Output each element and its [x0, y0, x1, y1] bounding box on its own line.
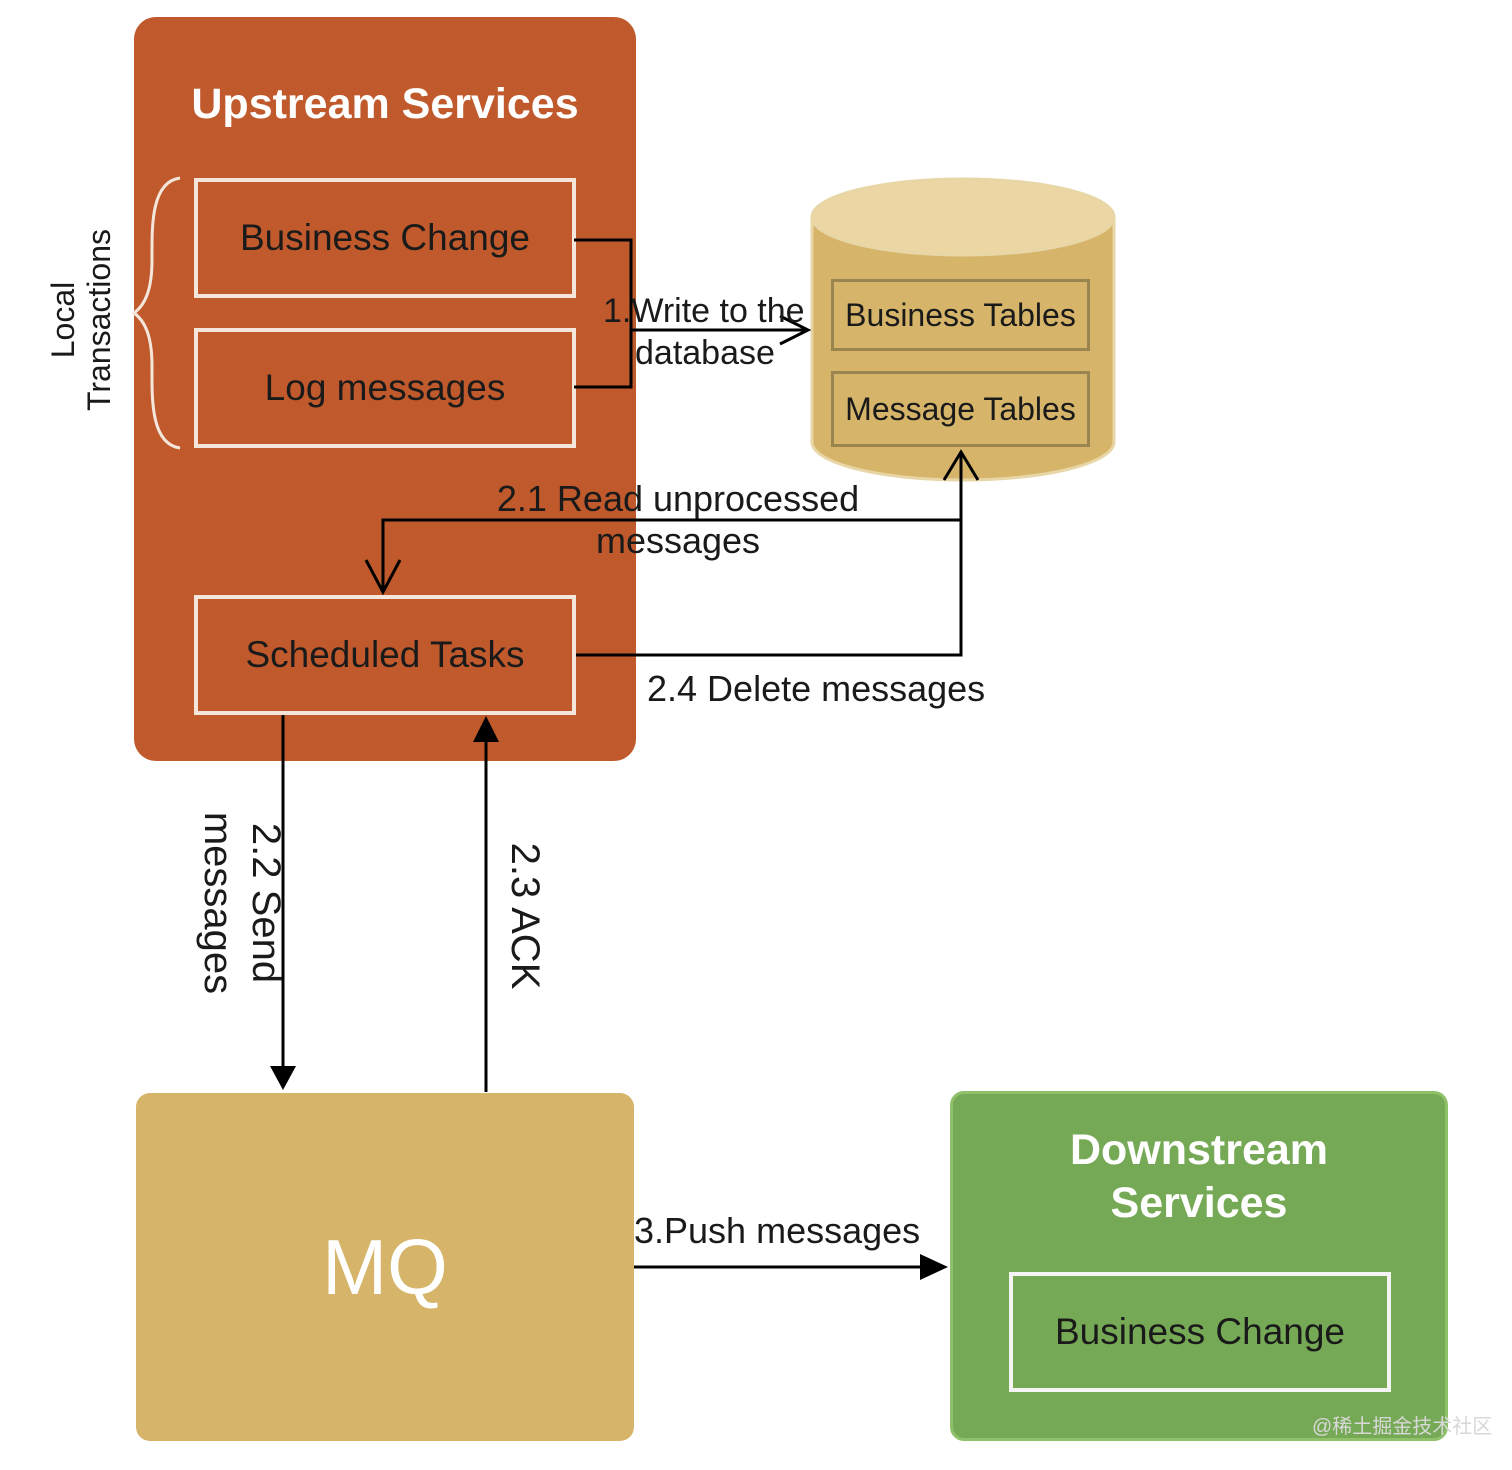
write-db-connector — [574, 238, 812, 389]
message-tables-box: Message Tables — [831, 371, 1090, 447]
log-messages-box: Log messages — [194, 328, 576, 448]
business-tables-label: Business Tables — [845, 296, 1076, 333]
send-messages-label: 2.2 Send messages — [196, 811, 288, 995]
scheduled-tasks-label: Scheduled Tasks — [245, 634, 525, 675]
mq-box: MQ — [136, 1093, 634, 1441]
ack-arrow — [473, 716, 499, 1092]
upstream-services-title: Upstream Services — [191, 80, 579, 128]
watermark: @稀土掘金技术社区 — [1312, 1416, 1493, 1438]
write-db-label: 1.Write to the database — [603, 292, 805, 372]
log-messages-label: Log messages — [264, 367, 506, 408]
message-tables-label: Message Tables — [845, 390, 1076, 427]
ack-label: 2.3 ACK — [503, 842, 547, 990]
business-change-label: Business Change — [239, 217, 531, 258]
local-transactions-brace — [131, 176, 181, 450]
downstream-services-title: Downstream Services — [1069, 1126, 1329, 1227]
business-tables-box: Business Tables — [831, 279, 1090, 351]
business-change-box: Business Change — [194, 178, 576, 298]
push-messages-arrow — [634, 1254, 948, 1280]
push-messages-label: 3.Push messages — [634, 1210, 921, 1251]
read-unprocessed-label: 2.1 Read unprocessed messages — [496, 478, 860, 561]
delete-messages-label: 2.4 Delete messages — [647, 668, 986, 709]
read-delete-connector — [364, 449, 980, 657]
downstream-business-change-box: Business Change — [1009, 1272, 1391, 1392]
send-messages-arrow — [270, 715, 296, 1090]
mq-label: MQ — [322, 1222, 448, 1311]
downstream-business-change-label: Business Change — [1054, 1311, 1346, 1352]
scheduled-tasks-box: Scheduled Tasks — [194, 595, 576, 715]
